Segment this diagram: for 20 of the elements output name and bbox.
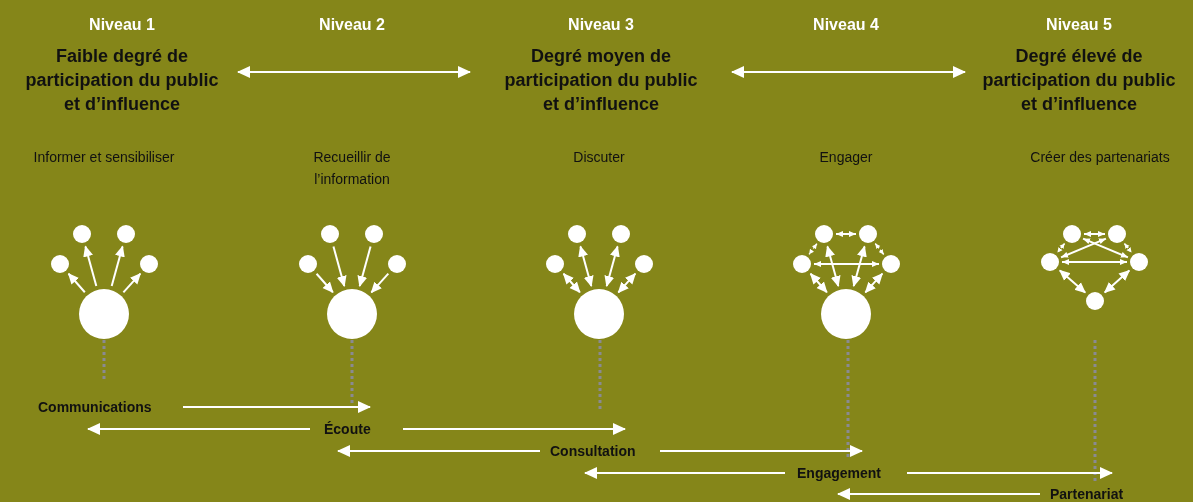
level-heading: Niveau 2	[319, 15, 385, 35]
level-heading: Niveau 5	[1046, 15, 1112, 35]
level-description: Degré moyen de participation du public et d’influence	[503, 45, 699, 116]
activity-label: Recueillir de l’information	[312, 148, 392, 189]
range-label: Communications	[38, 398, 152, 416]
double-arrow	[237, 66, 471, 78]
activity-label: Discuter	[572, 148, 626, 167]
level-description: Degré élevé de participation du public et d’influence	[981, 45, 1177, 116]
activity-label: Informer et sensibiliser	[32, 148, 176, 167]
activity-label: Engager	[818, 148, 874, 167]
activity-label: Créer des partenariats	[1029, 148, 1171, 167]
level-heading: Niveau 1	[89, 15, 155, 35]
range-label: Engagement	[797, 464, 881, 482]
range-label: Consultation	[550, 442, 636, 460]
level-description: Faible degré de participation du public et d’influence	[24, 45, 220, 116]
level-heading: Niveau 3	[568, 15, 634, 35]
level-heading: Niveau 4	[813, 15, 879, 35]
double-arrow	[731, 66, 966, 78]
range-label: Écoute	[324, 420, 371, 438]
range-label: Partenariat	[1050, 485, 1124, 502]
